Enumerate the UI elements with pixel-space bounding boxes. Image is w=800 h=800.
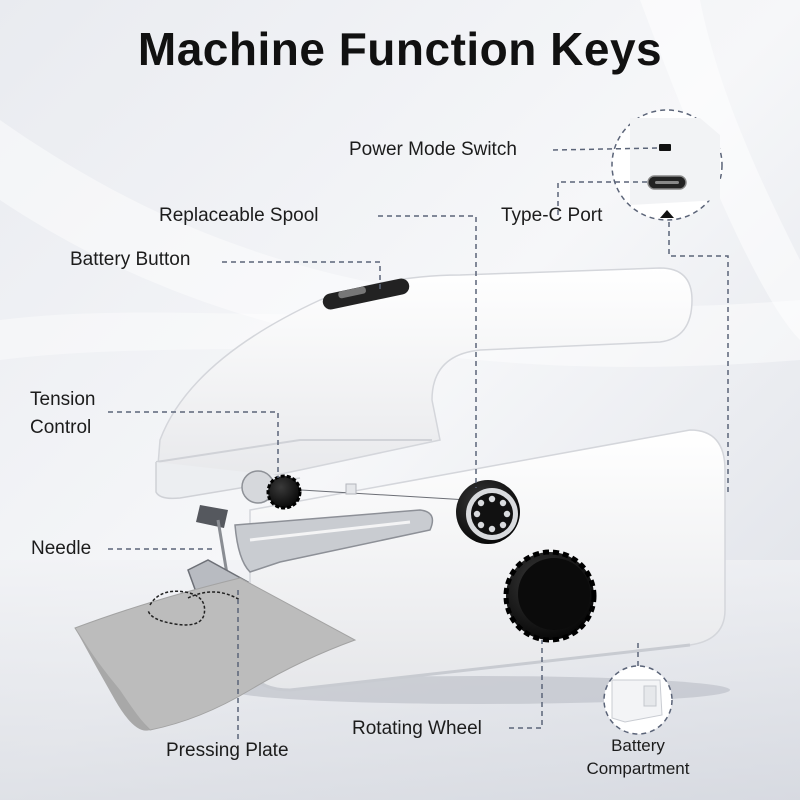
label-battery-button: Battery Button	[70, 249, 191, 270]
label-pressing-plate: Pressing Plate	[166, 740, 289, 761]
label-battery-compartment: Battery Compartment	[578, 734, 698, 780]
power-switch-shape	[659, 144, 671, 151]
leader-lines	[108, 147, 729, 740]
label-needle: Needle	[31, 538, 92, 559]
stitch-pattern	[147, 590, 241, 626]
label-tension-control: Tension Control	[30, 386, 96, 442]
label-replaceable-spool: Replaceable Spool	[159, 205, 319, 226]
label-type-c-port: Type-C Port	[501, 205, 603, 226]
tension-knob-shape	[268, 476, 300, 508]
label-tension-control-line1: Tension	[30, 389, 96, 410]
label-rotating-wheel: Rotating Wheel	[352, 718, 482, 739]
battery-button-shape	[322, 278, 410, 310]
label-battery-compartment-line1: Battery	[611, 736, 665, 755]
page-title: Machine Function Keys	[137, 23, 663, 75]
label-power-mode-switch: Power Mode Switch	[349, 139, 517, 160]
machine-arm	[155, 267, 693, 496]
label-tension-control-line2: Control	[30, 417, 92, 438]
label-battery-compartment-line2: Compartment	[586, 759, 690, 778]
